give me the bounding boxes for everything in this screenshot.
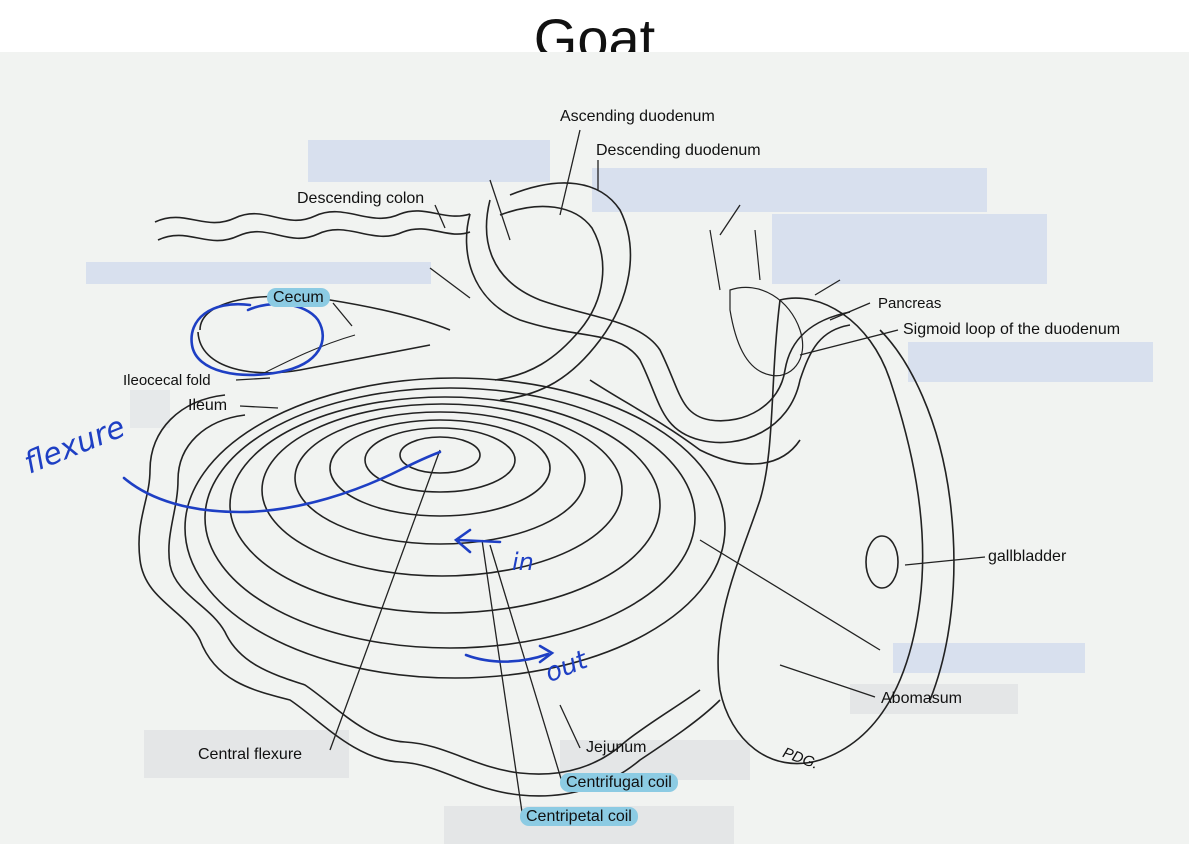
- cecum-circle-ink: [190, 302, 324, 377]
- cover-box: [144, 730, 349, 778]
- flexure-curve-ink: [122, 450, 442, 514]
- leader-line: [779, 664, 876, 698]
- out-arrow-ink: [464, 644, 555, 664]
- spiral-coil: [329, 419, 551, 517]
- duodenum-tube: [465, 213, 851, 444]
- cover-box: [592, 168, 987, 212]
- ileocecal-fold: [259, 334, 356, 376]
- descending-colon-tube: [154, 210, 471, 224]
- leader-line: [814, 279, 841, 296]
- leader-line: [904, 556, 986, 566]
- spiral-coil: [184, 377, 726, 679]
- pancreas-shape: [729, 286, 804, 377]
- leader-line: [559, 129, 581, 216]
- cecum-highlight: Cecum: [267, 288, 330, 307]
- in-arrow-ink: [453, 528, 502, 554]
- duodenum-tube: [494, 205, 604, 381]
- leader-line: [559, 704, 581, 749]
- jejunum-outer: [168, 414, 701, 775]
- abomasum-outline: [879, 329, 955, 701]
- centripetal-highlight: Centripetal coil: [520, 807, 638, 826]
- spiral-coil: [261, 403, 623, 577]
- label-jejunum: Jejunum: [586, 739, 647, 756]
- label-ileocecal-fold: Ileocecal fold: [123, 372, 211, 389]
- abomasum-outline: [717, 297, 924, 765]
- leader-line: [429, 267, 471, 299]
- label-centripetal-coil: Centripetal coil: [520, 807, 638, 826]
- gallbladder-shape: [865, 535, 899, 589]
- label-sigmoid-loop: Sigmoid loop of the duodenum: [903, 321, 1121, 338]
- duodenum-tube: [485, 199, 851, 422]
- leader-line: [481, 539, 523, 813]
- cover-box: [893, 643, 1085, 673]
- label-descending-duodenum: Descending duodenum: [596, 142, 761, 159]
- vessel: [709, 229, 761, 291]
- leader-line: [719, 204, 741, 236]
- leader-line: [235, 377, 271, 381]
- label-ileum: Ileum: [188, 397, 228, 414]
- leader-line: [332, 302, 353, 327]
- label-gallbladder: gallbladder: [988, 548, 1067, 565]
- label-cecum: Cecum: [267, 288, 330, 307]
- leader-line: [489, 544, 563, 783]
- annotation-in: in: [512, 548, 534, 576]
- label-central-flexure: Central flexure: [198, 746, 303, 763]
- cover-box: [772, 214, 1047, 284]
- leader-line: [829, 302, 871, 321]
- descending-colon-tube: [157, 228, 471, 242]
- label-centrifugal-coil: Centrifugal coil: [560, 773, 678, 792]
- spiral-coil: [229, 396, 661, 614]
- duodenum-tube: [499, 182, 632, 401]
- spiral-coil: [364, 427, 516, 493]
- leader-line: [799, 329, 899, 356]
- leader-line: [434, 204, 446, 229]
- spiral-coil: [204, 387, 696, 649]
- leader-line: [489, 179, 511, 241]
- leader-line: [329, 449, 441, 751]
- cover-box: [308, 140, 550, 182]
- sigmoid-loop: [589, 379, 801, 465]
- label-descending-colon: Descending colon: [297, 190, 425, 207]
- leader-line: [699, 539, 881, 651]
- spiral-coil: [294, 411, 586, 545]
- spiral-coil: [399, 436, 481, 474]
- cover-box: [908, 342, 1153, 382]
- centrifugal-highlight: Centrifugal coil: [560, 773, 678, 792]
- label-pancreas: Pancreas: [878, 295, 942, 312]
- label-ascending-duodenum: Ascending duodenum: [560, 108, 715, 125]
- cover-box: [86, 262, 431, 284]
- leader-line: [239, 405, 279, 409]
- cover-box: [130, 390, 170, 428]
- label-abomasum: Abomasum: [881, 690, 962, 707]
